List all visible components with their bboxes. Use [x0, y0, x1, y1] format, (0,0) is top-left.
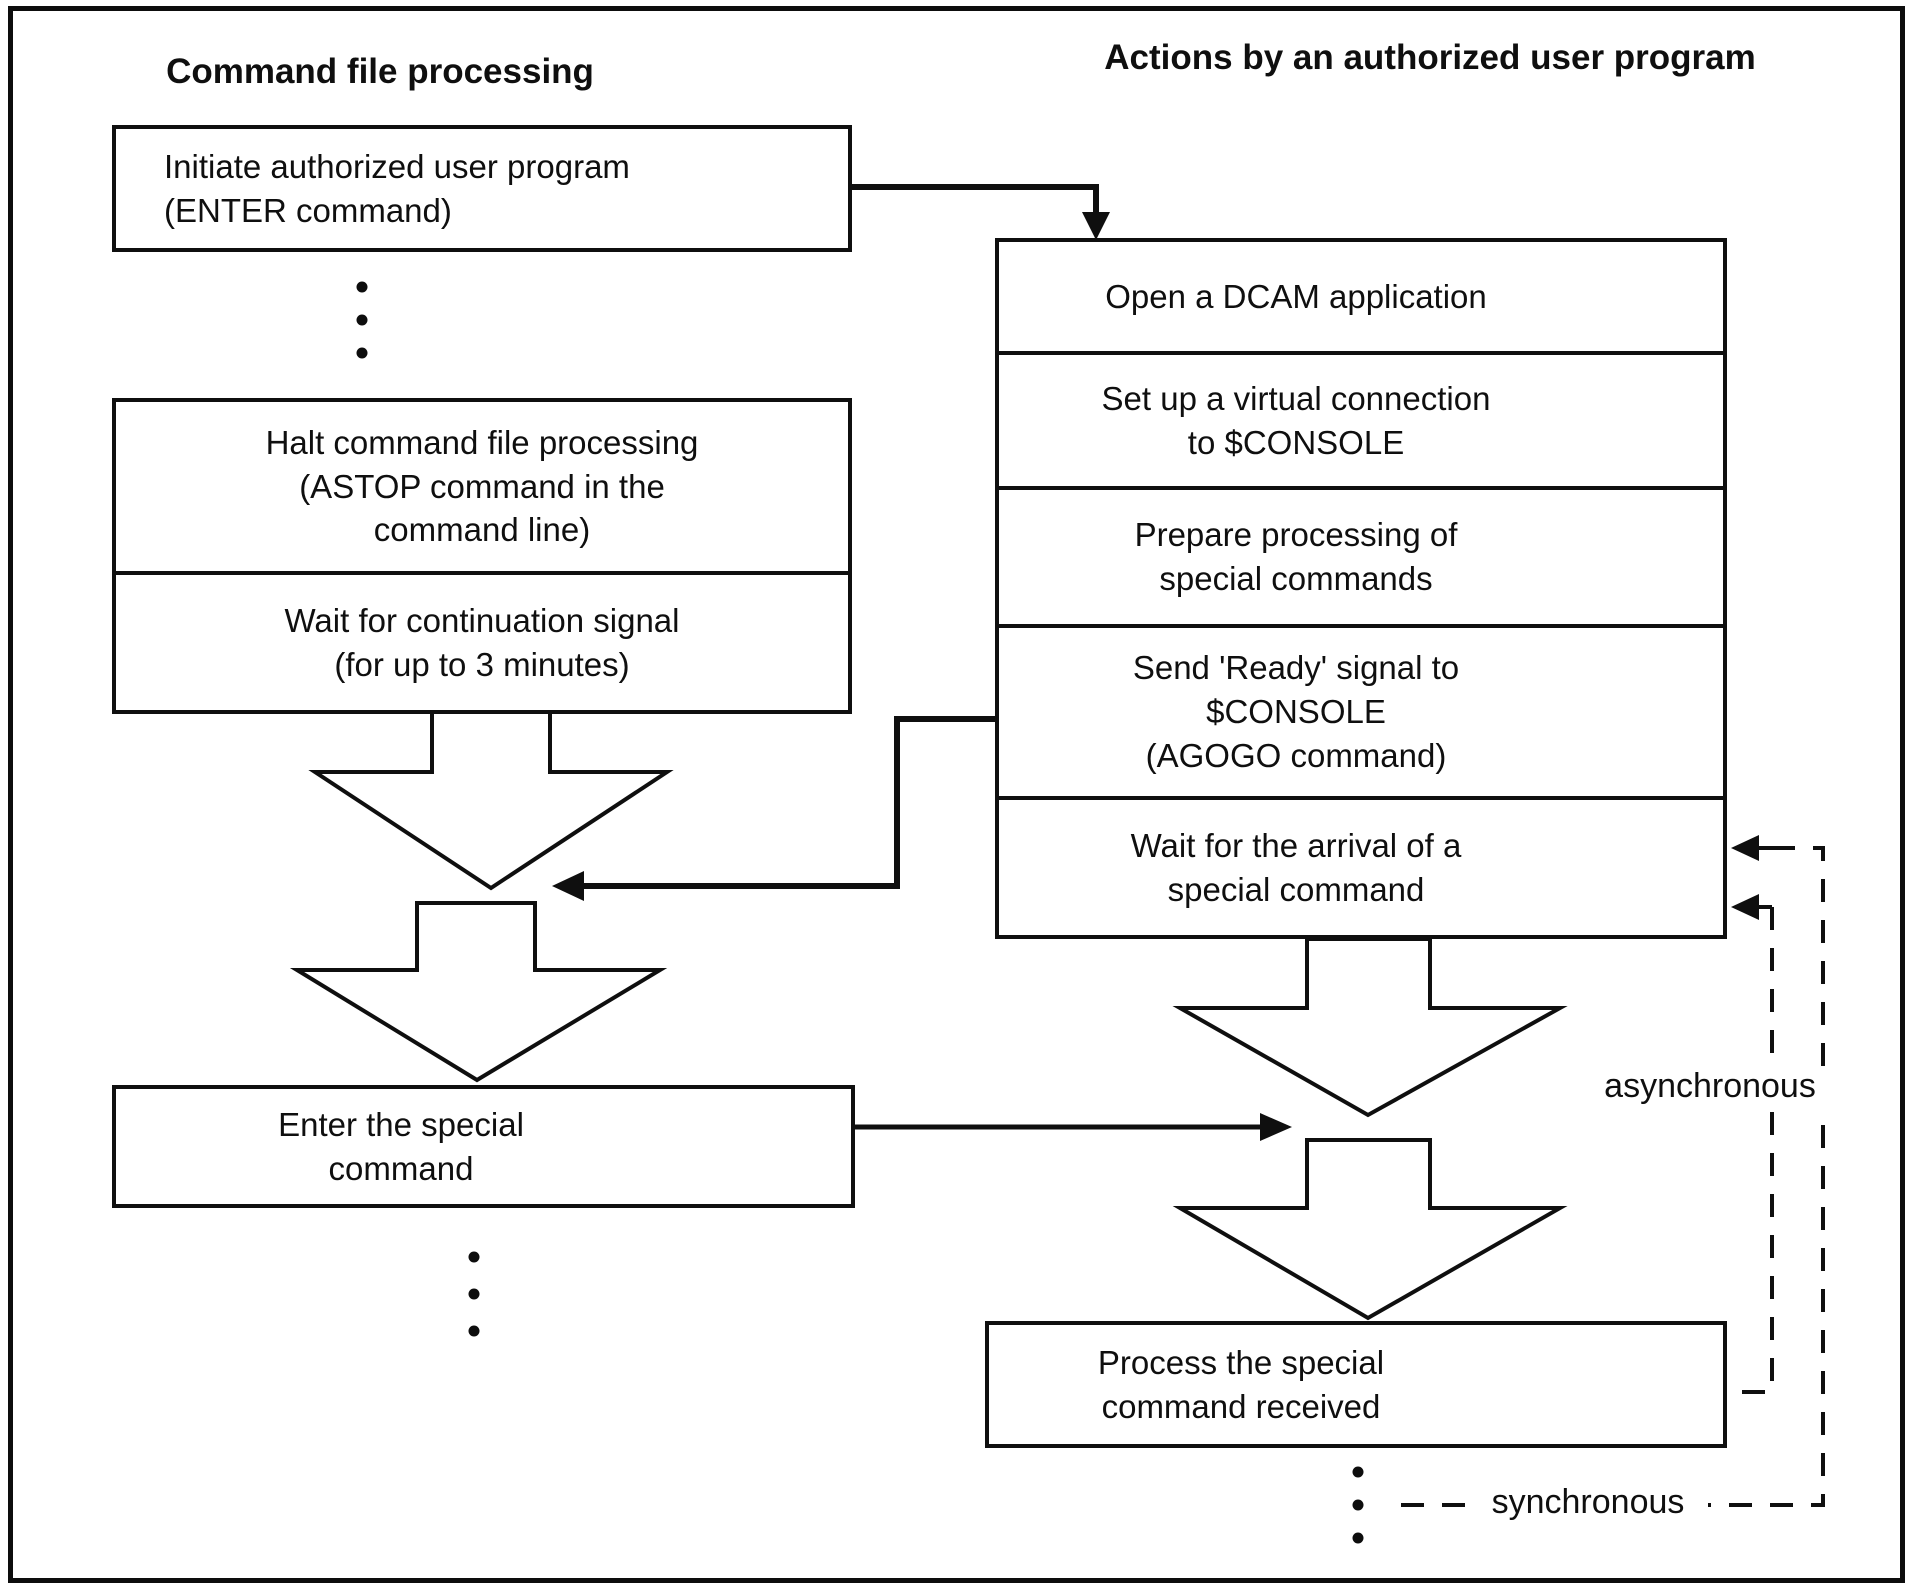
dashed-async-connector — [1729, 907, 1774, 1394]
box-send-text: Send 'Ready' signal to $CONSOLE (AGOGO c… — [1132, 649, 1460, 774]
block-down-arrow-icon — [289, 901, 668, 1083]
block-down-arrow-icon — [1172, 937, 1568, 1118]
box-setup-text: Set up a virtual connection to $CONSOLE — [1101, 379, 1491, 461]
down-arrowhead-icon — [1082, 212, 1110, 240]
box-open-text: Open a DCAM application — [1105, 277, 1487, 315]
box-setup-virtual-connection: Set up a virtual connection to $CONSOLE — [995, 351, 1727, 490]
flow-line-initiate-to-open — [850, 184, 1099, 226]
dashed-sync-connector — [1385, 846, 1825, 1507]
box-process-text: Process the special command received — [1097, 1343, 1385, 1425]
box-waitarr-text: Wait for the arrival of a special comman… — [1130, 826, 1462, 908]
column-title-command-file-processing: Command file processing — [166, 52, 594, 91]
flow-line-ready-to-command-file — [580, 716, 995, 889]
box-open-dcam-application: Open a DCAM application — [995, 238, 1727, 355]
box-process-special-command: Process the special command received — [985, 1321, 1727, 1448]
label-asynchronous: asynchronous — [1570, 1066, 1850, 1107]
diagram-outer-frame — [8, 6, 1905, 1583]
box-wait-continuation-signal: Wait for continuation signal (for up to … — [112, 571, 852, 714]
box-initiate-user-program: Initiate authorized user program (ENTER … — [112, 125, 852, 252]
box-prepare-text: Prepare processing of special commands — [1134, 516, 1458, 597]
ellipsis-dots — [356, 281, 1364, 1544]
box-send-ready-signal: Send 'Ready' signal to $CONSOLE (AGOGO c… — [995, 624, 1727, 800]
column-title-authorized-user-program: Actions by an authorized user program — [1104, 38, 1756, 77]
right-arrowhead-icon — [1260, 1113, 1292, 1141]
box-halt-command-file-processing: Halt command file processing (ASTOP comm… — [112, 398, 852, 575]
block-down-arrow-icon — [308, 708, 674, 891]
left-arrowhead-icon — [1731, 835, 1759, 861]
box-waitcont-text: Wait for continuation signal (for up to … — [284, 601, 680, 683]
box-enter-special-command: Enter the special command — [112, 1085, 855, 1208]
block-down-arrow-icon — [1172, 1138, 1568, 1321]
box-initiate-text: Initiate authorized user program (ENTER … — [164, 147, 630, 229]
box-halt-text: Halt command file processing (ASTOP comm… — [265, 423, 699, 549]
label-synchronous: synchronous — [1468, 1482, 1708, 1523]
left-arrowhead-icon — [552, 871, 584, 901]
box-enter-text: Enter the special command — [278, 1105, 524, 1187]
left-arrowhead-icon — [1731, 894, 1759, 920]
box-wait-special-command-arrival: Wait for the arrival of a special comman… — [995, 796, 1727, 939]
box-prepare-processing: Prepare processing of special commands — [995, 486, 1727, 628]
